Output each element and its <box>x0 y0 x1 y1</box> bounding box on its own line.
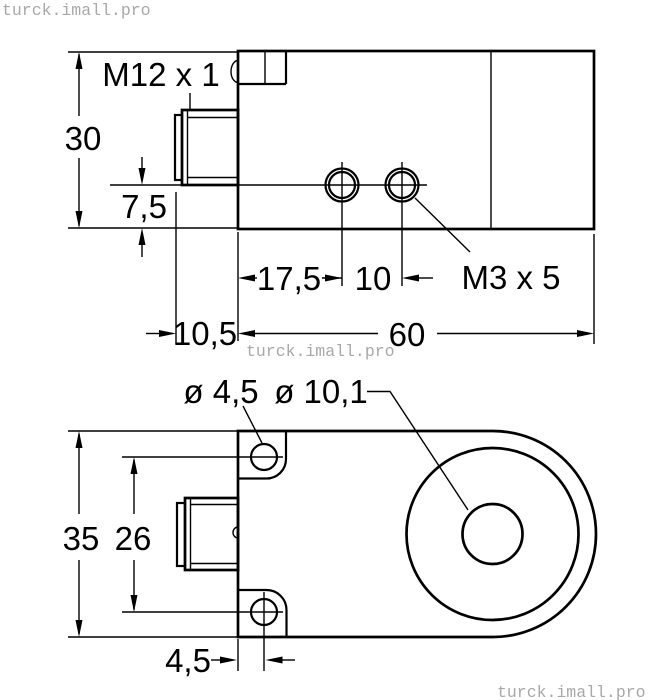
arrowhead-right <box>577 330 594 337</box>
ring-inner-circle <box>405 446 580 622</box>
connector-keyway-arc <box>232 526 239 539</box>
label-bore-dia: ø 10,1 <box>274 373 368 410</box>
connector-body <box>180 108 240 187</box>
arrowhead-up <box>75 52 83 69</box>
dim-value: 30 <box>65 120 102 157</box>
arrowhead-down <box>75 620 83 637</box>
top-mount-hole <box>249 442 279 472</box>
arrowhead-right <box>325 274 342 282</box>
label-m3-screw: M3 x 5 <box>461 259 560 296</box>
dim-value: 35 <box>63 520 100 557</box>
m12-connector-side <box>173 108 240 187</box>
label-m12-thread: M12 x 1 <box>102 56 219 93</box>
dim-value: 10,5 <box>173 315 237 352</box>
dim-axis-offset-7-5: 7,5 <box>121 157 167 257</box>
dim-connector-overhang-10-5: 10,5 <box>146 315 237 352</box>
clamp-screw-arc <box>230 59 239 84</box>
dim-value: 4,5 <box>165 642 211 679</box>
dim-value: 60 <box>389 316 426 353</box>
bore-leader-line <box>367 390 469 511</box>
arrowhead-left <box>402 274 419 282</box>
dim-hole-pitch-26: 26 <box>115 457 152 612</box>
dim-value: 26 <box>115 520 152 557</box>
arrowhead-up <box>138 228 146 245</box>
arrowhead-down <box>138 168 146 185</box>
arrowhead-left <box>265 656 283 664</box>
connector-flange <box>173 113 184 182</box>
m3-holes <box>324 167 420 203</box>
front-view: ø 4,5 ø 10,1 35 26 4,5 <box>63 373 598 679</box>
watermark-bottom-right: turck.imall.pro <box>497 683 646 700</box>
dim-value: 7,5 <box>121 188 167 225</box>
top-ear-contour <box>238 431 288 480</box>
label-mount-hole-dia: ø 4,5 <box>183 373 258 410</box>
arrowhead-down <box>130 595 138 612</box>
arrowhead-left <box>238 274 255 282</box>
mount-hole-leader-line <box>242 405 263 444</box>
dim-height-30: 30 <box>65 52 102 228</box>
m3-hole-inner <box>327 170 357 200</box>
side-view: M12 x 1 M3 x 5 30 7,5 17,5 <box>65 49 596 353</box>
dim-hole-left-17-5: 17,5 <box>238 260 342 297</box>
watermark-top-left: turck.imall.pro <box>2 1 151 20</box>
housing-body-front <box>236 429 598 639</box>
m12-connector-front <box>175 496 240 572</box>
dim-hole-edge-4-5: 4,5 <box>165 642 295 679</box>
arrowhead-up <box>75 431 83 448</box>
dim-value: 17,5 <box>257 260 321 297</box>
arrowhead-up <box>130 457 138 474</box>
m3-hole-inner <box>387 170 417 200</box>
m3-hole-outer <box>384 167 420 203</box>
m3-leader-line <box>414 197 471 253</box>
arrowhead-right <box>159 330 176 337</box>
bore-circle <box>461 502 524 566</box>
arrowhead-right <box>220 656 237 664</box>
watermark-middle: turck.imall.pro <box>246 342 395 361</box>
m3-hole-outer <box>324 167 360 203</box>
arrowhead-left <box>238 330 255 337</box>
bottom-mount-hole <box>249 597 279 627</box>
dim-hole-pitch-10: 10 <box>355 260 433 297</box>
dim-height-35: 35 <box>63 431 100 637</box>
connector-flange <box>175 501 187 568</box>
dim-length-60: 60 <box>238 316 594 353</box>
arrowhead-down <box>75 211 83 228</box>
connector-body <box>183 496 240 572</box>
housing-body-side <box>236 49 596 231</box>
bottom-ear-contour <box>238 588 288 637</box>
dim-value: 10 <box>355 260 392 297</box>
